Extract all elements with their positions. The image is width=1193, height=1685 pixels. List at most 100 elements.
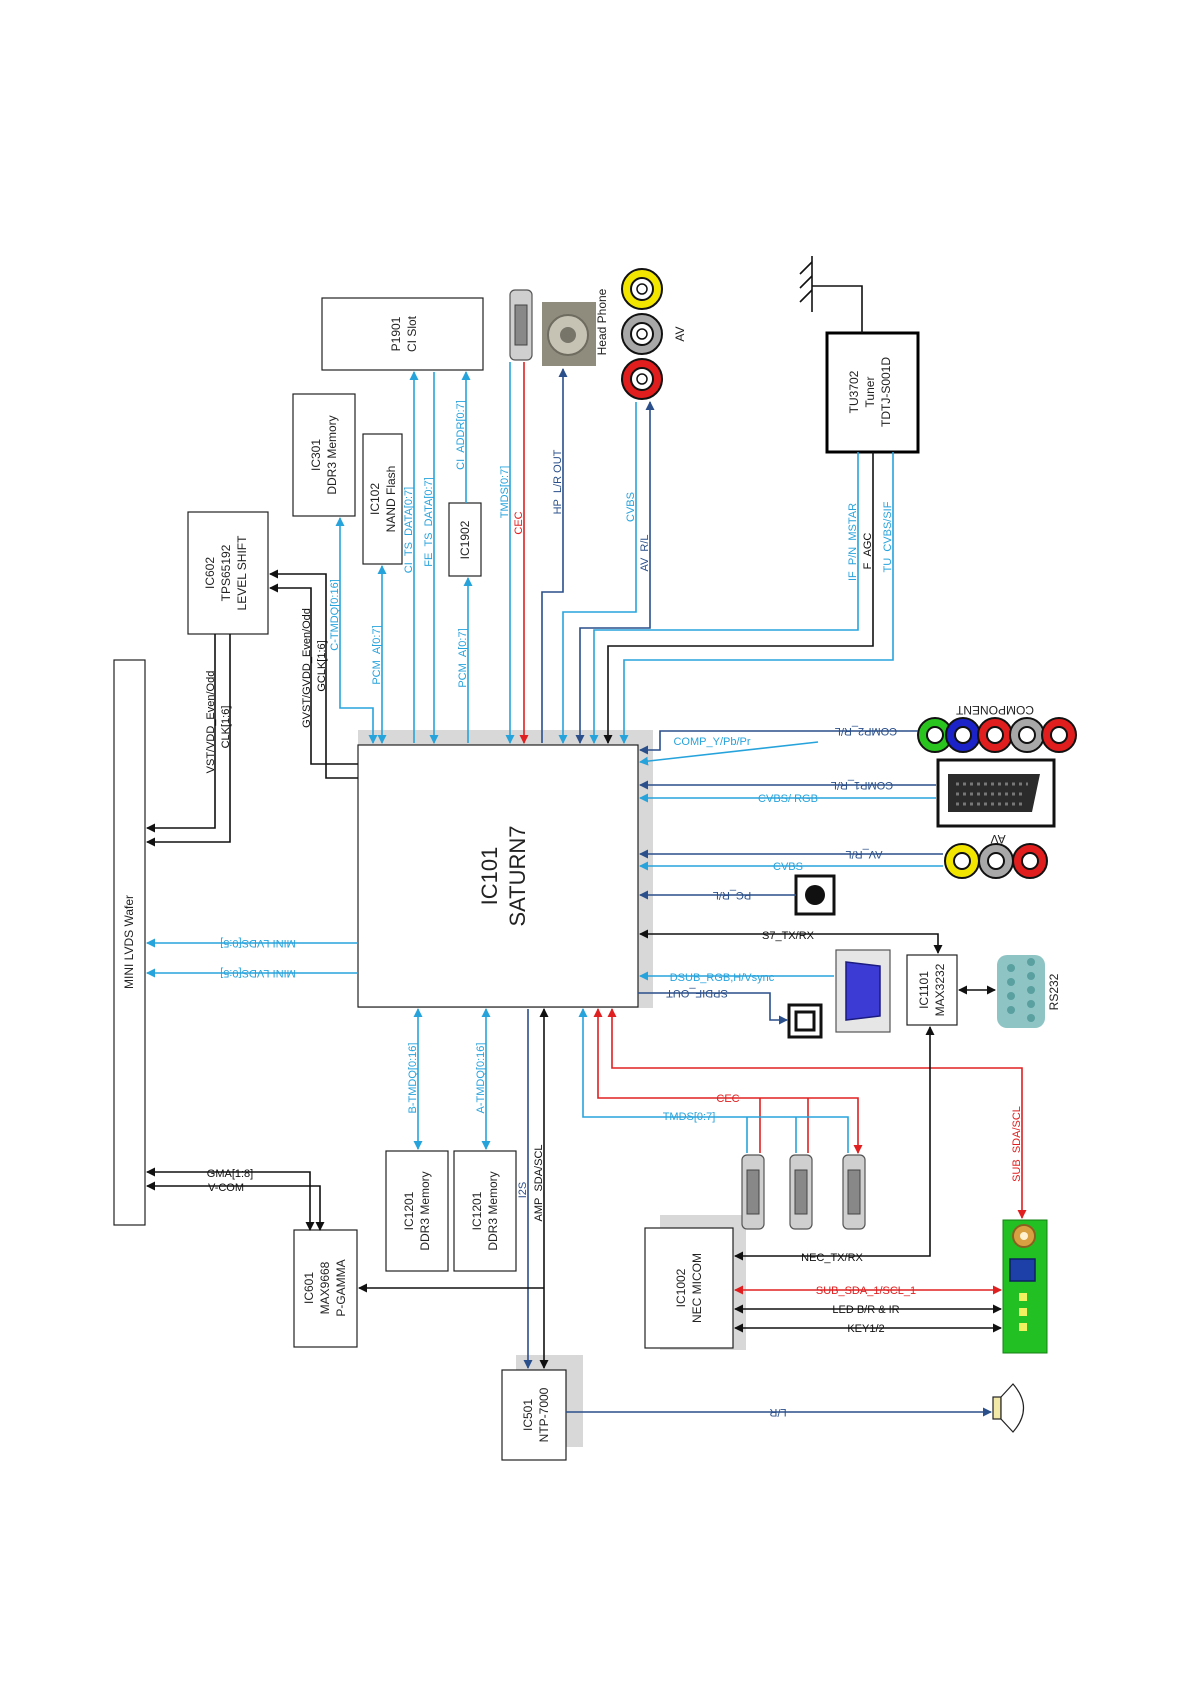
ic501-label: IC501 bbox=[521, 1399, 535, 1431]
mini-lvds-wafer bbox=[113, 659, 146, 1226]
signal-mini-lvds-2: MINI LVDS[0:5] bbox=[220, 967, 296, 979]
rs232-label: RS232 bbox=[1047, 973, 1061, 1010]
signal-comp1-rl: COMP1_R/L bbox=[831, 779, 893, 791]
signal-tmds-top: TMDS[0:7] bbox=[499, 466, 511, 519]
signal-tmds-bottom: TMDS[0:7] bbox=[663, 1111, 716, 1123]
key-ir-board-icon bbox=[1002, 1219, 1048, 1354]
signal-s7-txrx: S7_TX/RX bbox=[762, 930, 815, 942]
signal-lr: L/R bbox=[769, 1406, 786, 1418]
ic1902-label: IC1902 bbox=[458, 520, 472, 559]
signal-led: LED B/R & IR bbox=[832, 1304, 899, 1316]
vga-connector-icon bbox=[835, 949, 891, 1033]
ic1201a-label: IC1201 bbox=[402, 1191, 416, 1230]
signal-comp-ypbpr: COMP_Y/Pb/Pr bbox=[673, 736, 750, 748]
ic1201b-label: IC1201 bbox=[470, 1191, 484, 1230]
signal-gvst: GVST/GVDD_Even/Odd bbox=[301, 608, 313, 728]
ic1002-label: IC1002 bbox=[674, 1268, 688, 1307]
p1901-block bbox=[321, 297, 484, 371]
signal-key: KEY1/2 bbox=[847, 1323, 884, 1335]
signal-a-tmdq: A-TMDQ[0:16] bbox=[475, 1043, 487, 1114]
tu3702-func: Tuner bbox=[863, 377, 877, 408]
signal-amp-sda: AMP_SDA/SCL bbox=[533, 1144, 545, 1221]
p1901-label: P1901 bbox=[389, 316, 403, 351]
ic301-func: DDR3 Memory bbox=[325, 415, 339, 494]
head-phone-label: Head Phone bbox=[595, 288, 609, 355]
antenna-icon bbox=[799, 256, 863, 333]
signal-pc-rl: PC_R/L bbox=[713, 889, 752, 901]
ic602-func: LEVEL SHIFT bbox=[235, 535, 249, 611]
signal-ci-ts-data: CI_TS_DATA[0:7] bbox=[403, 487, 415, 573]
signal-sub-sda-scl: SUB_SDA/SCL bbox=[1011, 1106, 1023, 1182]
ic601-block bbox=[293, 1229, 358, 1348]
ic101-block bbox=[357, 744, 639, 1008]
av-right-label: AV bbox=[990, 832, 1005, 846]
ic602-part: TPS65192 bbox=[219, 544, 233, 601]
ic601-part: MAX9668 bbox=[318, 1261, 332, 1314]
ic1101-label: IC1101 bbox=[917, 971, 931, 1009]
hdmi-connectors-bottom-icon bbox=[741, 1154, 866, 1230]
ic1002-block bbox=[644, 1227, 734, 1349]
signal-b-tmdq: B-TMDQ[0:16] bbox=[407, 1043, 419, 1114]
ic501-block bbox=[501, 1369, 567, 1461]
signal-mini-lvds-1: MINI LVDS[0:5] bbox=[220, 937, 296, 949]
signal-c-tmdq: C-TMDQ[0:16] bbox=[329, 579, 341, 651]
ic1101-part: MAX3232 bbox=[933, 963, 947, 1016]
ic602-block bbox=[187, 511, 269, 635]
signal-cvbs-right: CVBS bbox=[773, 861, 803, 873]
signal-cvbs-rgb: CVBS/ RGB bbox=[758, 793, 818, 805]
ic501-part: NTP-7000 bbox=[537, 1387, 551, 1442]
tu3702-part: TDTJ-S001D bbox=[879, 357, 893, 427]
ic102-label: IC102 bbox=[368, 483, 382, 515]
ic1201b-block bbox=[453, 1150, 517, 1272]
signal-cvbs-top: CVBS bbox=[625, 492, 637, 522]
signal-clk: CLK[1:6] bbox=[220, 706, 232, 749]
signal-pcm-a-1: PCM_A[0:7] bbox=[371, 625, 383, 684]
signal-i2s: I2S bbox=[517, 1182, 529, 1199]
component-jacks-icon bbox=[917, 717, 1077, 753]
signal-gclk: GCLK[1:6] bbox=[316, 640, 328, 691]
signal-ci-addr: CI_ADDR[0:7] bbox=[455, 400, 467, 470]
hdmi-connector-top-icon bbox=[509, 289, 533, 361]
ic1101-block bbox=[906, 954, 958, 1026]
mini-lvds-label: MINI LVDS Wafer bbox=[122, 895, 136, 989]
ic102-func: NAND Flash bbox=[384, 466, 398, 533]
signal-hp-out: HP_L/R OUT bbox=[552, 449, 564, 514]
scart-connector-icon bbox=[936, 758, 1056, 828]
signal-gma: GMA[1:8] bbox=[207, 1168, 253, 1180]
ic1002-func: NEC MICOM bbox=[690, 1253, 704, 1323]
av-jacks-top-icon bbox=[621, 268, 663, 400]
signal-if-pn: IF_P/N_MSTAR bbox=[847, 503, 859, 581]
ic101-label: IC101 bbox=[477, 847, 502, 906]
signal-fe-ts-data: FE_TS_DATA[0:7] bbox=[423, 477, 435, 566]
signal-nec-txrx: NEC_TX/RX bbox=[801, 1252, 863, 1264]
ic301-block bbox=[292, 393, 356, 517]
p1901-func: CI Slot bbox=[405, 315, 419, 352]
signal-sub-sda1: SUB_SDA_1/SCL_1 bbox=[816, 1285, 916, 1297]
ic602-label: IC602 bbox=[203, 557, 217, 589]
signal-vst: VST/VDD_Even/Odd bbox=[205, 671, 217, 774]
ic101-sublabel: SATURN7 bbox=[505, 825, 530, 926]
ic601-func: P-GAMMA bbox=[334, 1259, 348, 1316]
signal-f-agc: F_AGC bbox=[862, 533, 874, 570]
av-jacks-right-icon bbox=[944, 843, 1048, 879]
component-label: COMPONENT bbox=[955, 703, 1034, 717]
rs232-connector-icon bbox=[997, 955, 1045, 1028]
ic1902-block bbox=[448, 502, 482, 577]
signal-cec-top: CEC bbox=[513, 511, 525, 534]
signal-pcm-a-2: PCM_A[0:7] bbox=[457, 628, 469, 687]
ic1201a-func: DDR3 Memory bbox=[418, 1171, 432, 1250]
av-top-label: AV bbox=[673, 326, 687, 341]
signal-dsub: DSUB_RGB,H/Vsync bbox=[670, 972, 775, 984]
tu3702-block bbox=[825, 331, 920, 454]
spdif-optical-icon bbox=[787, 1003, 823, 1039]
signal-av-rl-top: AV_R/L bbox=[639, 534, 651, 571]
ic1201b-func: DDR3 Memory bbox=[486, 1171, 500, 1250]
signal-cec-bottom: CEC bbox=[716, 1093, 739, 1105]
signal-vcom: V-COM bbox=[208, 1182, 244, 1194]
speaker-icon bbox=[992, 1383, 1025, 1433]
headphone-jack-icon bbox=[542, 302, 596, 366]
ic301-label: IC301 bbox=[309, 439, 323, 471]
tu3702-label: TU3702 bbox=[847, 370, 861, 413]
signal-tu-cvbs: TU_CVBS/SIF bbox=[882, 501, 894, 572]
